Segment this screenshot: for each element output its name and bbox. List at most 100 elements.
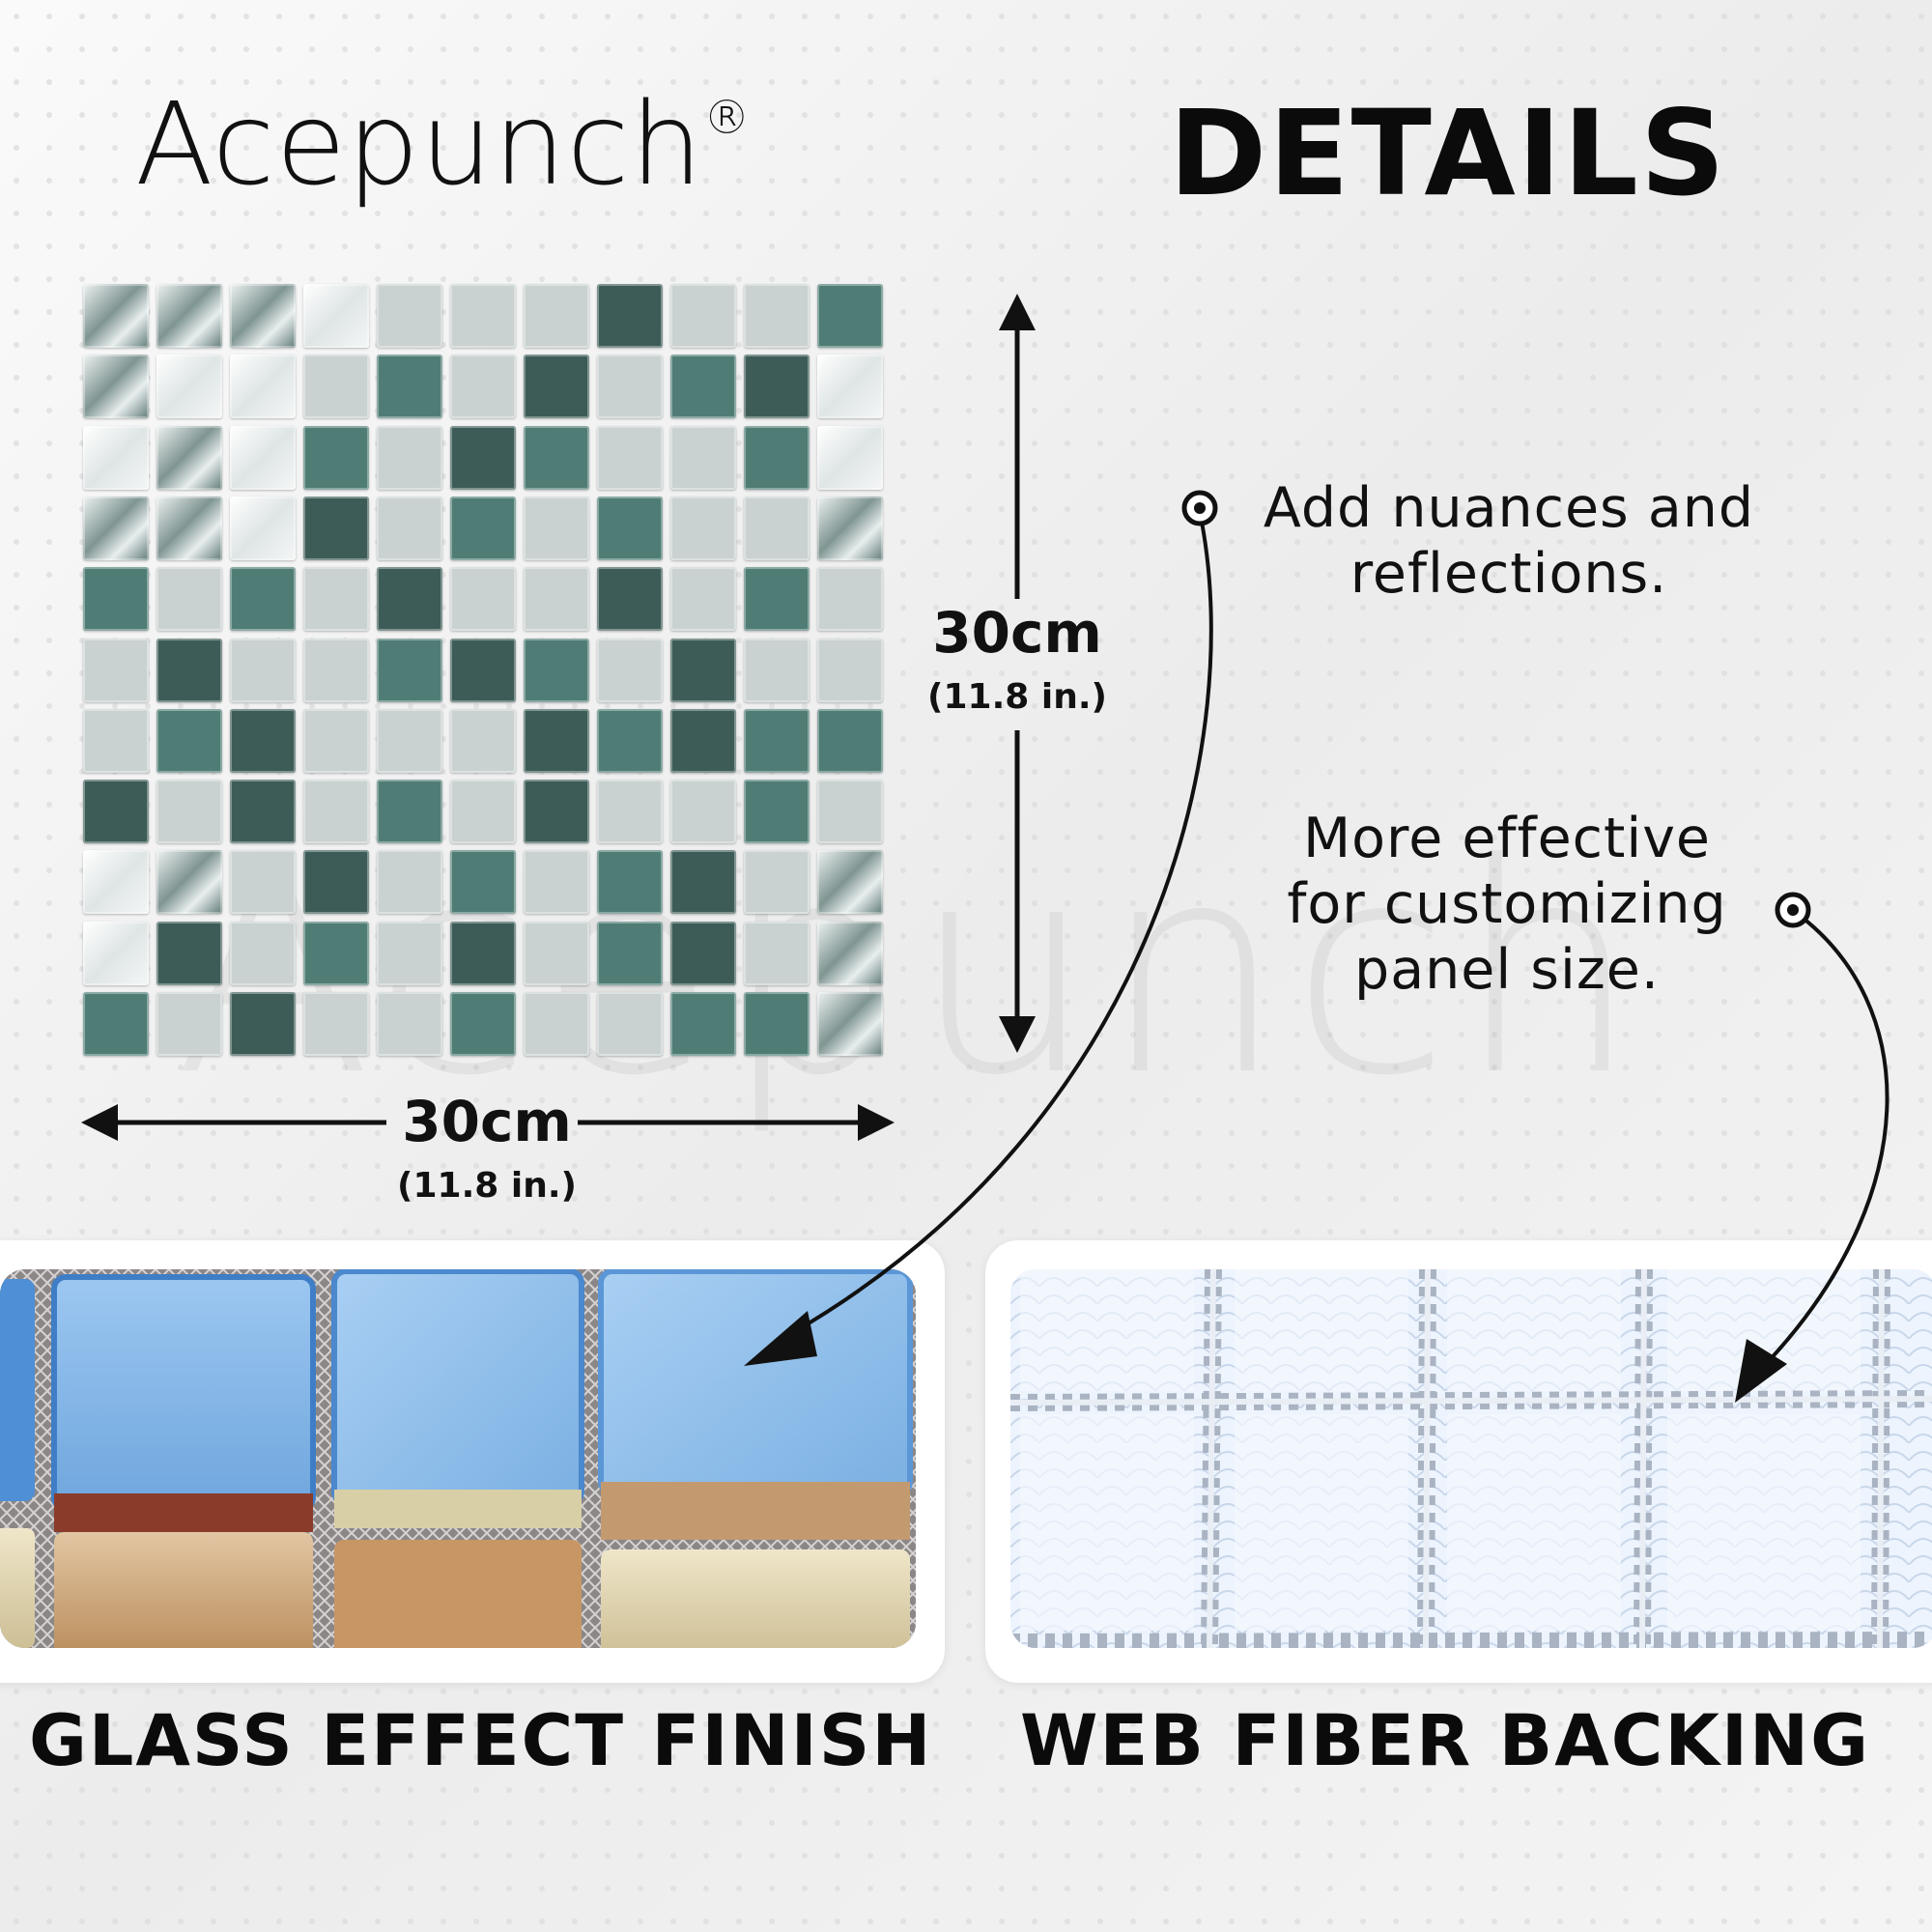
- mosaic-tile: [83, 708, 149, 773]
- mosaic-tile: [303, 921, 369, 985]
- mosaic-tile: [377, 921, 442, 985]
- mosaic-tile: [156, 992, 222, 1056]
- callout-reflections: Add nuances and reflections.: [1219, 475, 1799, 607]
- callout-reflections-line-1: Add nuances and: [1263, 476, 1755, 540]
- mosaic-tile: [83, 638, 149, 702]
- height-sub: (11.8 in.): [927, 677, 1107, 717]
- mosaic-tile: [156, 496, 222, 560]
- mosaic-tile: [303, 284, 369, 348]
- mosaic-tile: [450, 708, 516, 773]
- mosaic-tile: [817, 638, 883, 702]
- mosaic-tile: [670, 355, 736, 419]
- mosaic-tile: [524, 780, 589, 844]
- mosaic-tile: [744, 638, 810, 702]
- mosaic-tile: [303, 708, 369, 773]
- mosaic-tile: [83, 284, 149, 348]
- mosaic-tile: [377, 992, 442, 1056]
- mosaic-tile: [817, 992, 883, 1056]
- mosaic-tile: [817, 850, 883, 915]
- mosaic-tile: [450, 921, 516, 985]
- mosaic-tile: [744, 708, 810, 773]
- mosaic-tile: [230, 496, 296, 560]
- mosaic-tile: [817, 921, 883, 985]
- mosaic-tile: [597, 780, 663, 844]
- mosaic-tile-sheet: [83, 284, 891, 1063]
- mosaic-tile: [450, 284, 516, 348]
- mosaic-tile: [83, 425, 149, 490]
- arrowhead-icon: [1735, 1339, 1787, 1403]
- mosaic-tile: [230, 567, 296, 632]
- mosaic-tile: [303, 355, 369, 419]
- mosaic-tile: [156, 921, 222, 985]
- brand-name: Acepunch: [135, 77, 704, 211]
- arrow-right-icon: [858, 1104, 895, 1141]
- mosaic-tile: [230, 780, 296, 844]
- mosaic-tile: [597, 850, 663, 915]
- callout-customizing-line-3: panel size.: [1354, 938, 1660, 1002]
- ring-dot-icon: [1775, 892, 1811, 928]
- mosaic-tile: [670, 708, 736, 773]
- mosaic-tile: [156, 780, 222, 844]
- mosaic-tile: [597, 567, 663, 632]
- mosaic-tile: [597, 921, 663, 985]
- mosaic-tile: [156, 850, 222, 915]
- brand-logo: Acepunch®: [135, 87, 751, 201]
- curved-arrow-icon: [1764, 910, 1889, 1366]
- mosaic-tile: [377, 284, 442, 348]
- mosaic-tile: [817, 425, 883, 490]
- mosaic-tile: [83, 567, 149, 632]
- mosaic-tile: [524, 425, 589, 490]
- callout-customizing-line-2: for customizing: [1287, 872, 1727, 936]
- mosaic-tile: [450, 780, 516, 844]
- mosaic-tile: [156, 425, 222, 490]
- mosaic-tile: [597, 355, 663, 419]
- mosaic-tile: [597, 284, 663, 348]
- mosaic-tile: [524, 992, 589, 1056]
- mosaic-tile: [377, 780, 442, 844]
- mosaic-tile: [156, 355, 222, 419]
- mosaic-tile: [303, 638, 369, 702]
- mosaic-tile: [230, 638, 296, 702]
- mosaic-tile: [817, 567, 883, 632]
- mosaic-tile: [83, 780, 149, 844]
- callout-reflections-line-2: reflections.: [1350, 542, 1668, 606]
- mosaic-tile: [524, 708, 589, 773]
- height-value: 30cm: [932, 600, 1102, 666]
- mosaic-tile: [450, 355, 516, 419]
- mosaic-tile: [83, 921, 149, 985]
- mosaic-tile: [524, 921, 589, 985]
- registered-mark: ®: [703, 91, 752, 145]
- mosaic-tile: [377, 496, 442, 560]
- mosaic-tile: [597, 496, 663, 560]
- mosaic-tile: [670, 425, 736, 490]
- mosaic-tile: [597, 708, 663, 773]
- mosaic-tile: [744, 355, 810, 419]
- mosaic-tile: [303, 780, 369, 844]
- mosaic-tile: [670, 284, 736, 348]
- mosaic-tile: [670, 992, 736, 1056]
- mosaic-tile: [817, 780, 883, 844]
- mosaic-tile: [303, 850, 369, 915]
- mosaic-tile: [744, 850, 810, 915]
- mosaic-tile: [377, 355, 442, 419]
- arrow-left-icon: [81, 1104, 118, 1141]
- mosaic-tile: [156, 638, 222, 702]
- mosaic-tile: [524, 496, 589, 560]
- mosaic-tile: [83, 496, 149, 560]
- mosaic-tile: [670, 780, 736, 844]
- arrowhead-icon: [744, 1311, 817, 1366]
- callout-customizing: More effective for customizing panel siz…: [1217, 806, 1797, 1003]
- mosaic-tile: [524, 850, 589, 915]
- mosaic-tile: [230, 355, 296, 419]
- mosaic-tile: [744, 496, 810, 560]
- mosaic-tile: [83, 850, 149, 915]
- mosaic-tile: [156, 284, 222, 348]
- mosaic-tile: [156, 567, 222, 632]
- mosaic-tile: [450, 638, 516, 702]
- glass-finish-photo: [0, 1269, 916, 1648]
- mosaic-tile: [230, 425, 296, 490]
- arrow-up-icon: [999, 294, 1036, 330]
- mosaic-tile: [744, 425, 810, 490]
- mosaic-tile: [377, 567, 442, 632]
